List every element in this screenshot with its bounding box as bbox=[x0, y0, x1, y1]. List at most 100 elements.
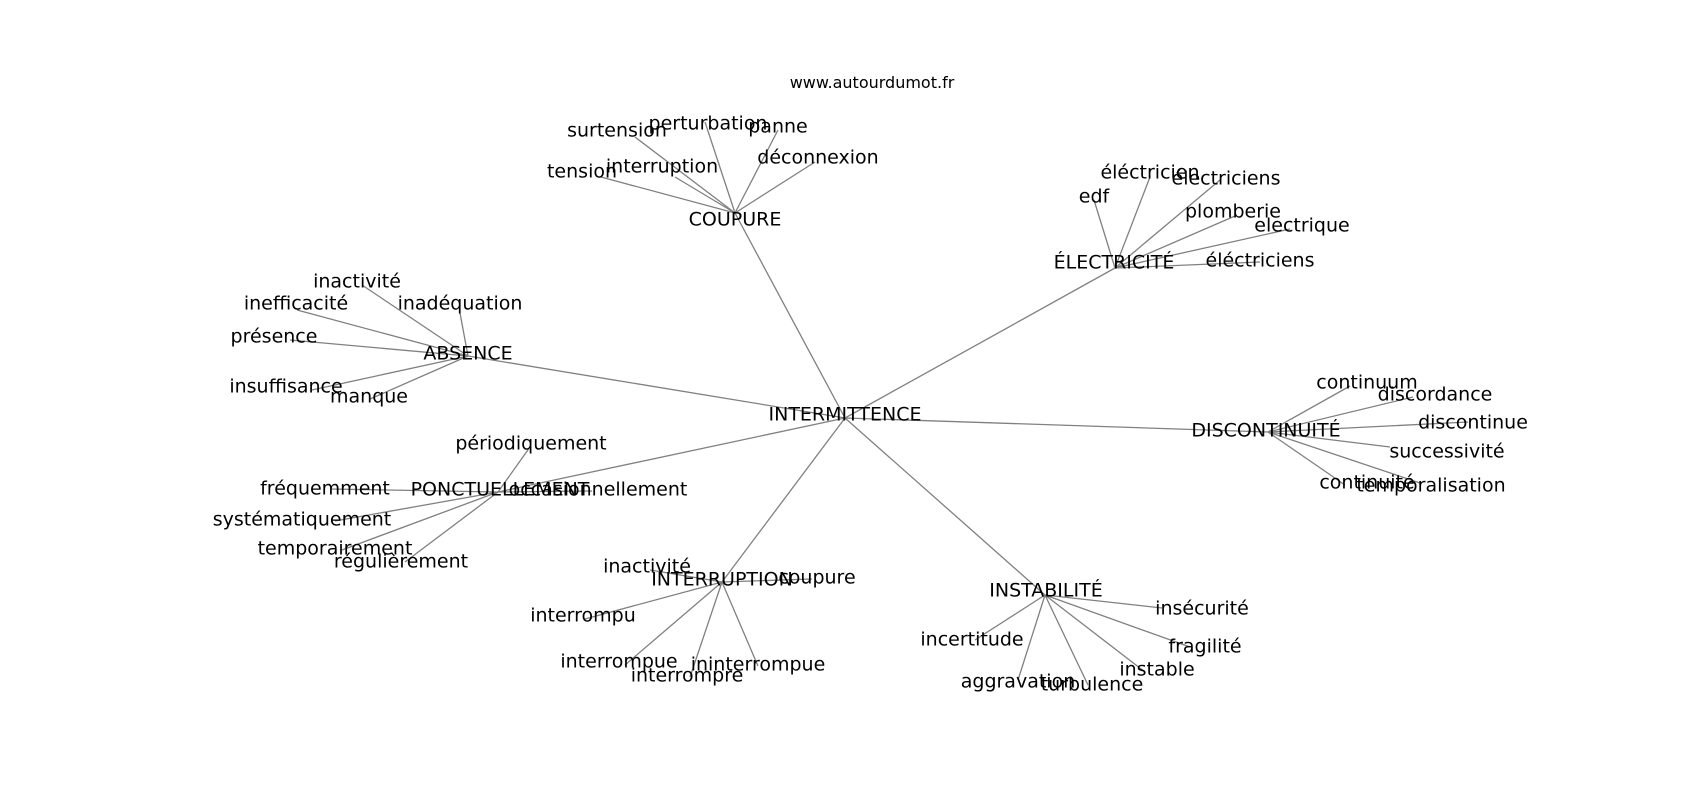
edge-instabilite-fragilite bbox=[1044, 594, 1191, 648]
edge-coupure-tension bbox=[600, 176, 736, 214]
edges-layer bbox=[289, 121, 1469, 686]
edge-ponctuellement-frequemment bbox=[329, 488, 499, 493]
edge-discontinuite-discordance bbox=[1267, 396, 1414, 433]
node-leaf-instabilite-aggravation: aggravation bbox=[961, 671, 1076, 693]
edge-intermittence-instabilite bbox=[844, 417, 1046, 596]
edge-instabilite-instable bbox=[1044, 594, 1146, 673]
edge-absence-inefficacite bbox=[296, 309, 469, 357]
node-leaf-ponctuellement-periodiquement: périodiquement bbox=[455, 433, 606, 455]
node-cluster-interruption: INTERRUPTION bbox=[651, 569, 793, 591]
node-leaf-instabilite-insecurite: insécurité bbox=[1155, 598, 1249, 620]
node-leaf-ponctuellement-frequemment: fréquemment bbox=[260, 478, 390, 500]
node-leaf-interruption-ininterrompue: ininterrompue bbox=[691, 654, 826, 676]
node-leaf-discontinuite-discontinue: discontinue bbox=[1418, 412, 1528, 434]
node-leaf-interruption-interrompre: interrompre bbox=[631, 665, 744, 687]
node-leaf-coupure-surtension: surtension bbox=[567, 120, 667, 142]
node-cluster-discontinuite: DISCONTINUITÉ bbox=[1191, 419, 1340, 442]
edge-interruption-interrompre bbox=[689, 581, 723, 678]
watermark-text: www.autourdumot.fr bbox=[790, 73, 955, 92]
node-leaf-electricite-electriciens: éléctriciens bbox=[1206, 250, 1315, 272]
edge-absence-inadequation bbox=[459, 312, 469, 357]
node-leaf-absence-inefficacite: inefficacité bbox=[244, 293, 348, 315]
edge-coupure-surtension bbox=[634, 136, 736, 214]
edge-interruption-inactivite bbox=[649, 569, 723, 583]
node-leaf-interruption-interrompu: interrompu bbox=[530, 605, 636, 627]
edge-coupure-interruption bbox=[674, 176, 736, 214]
node-leaf-ponctuellement-occasionnellement: occasionnellement bbox=[509, 479, 688, 501]
node-cluster-ponctuellement: PONCTUELLEMENT bbox=[411, 479, 590, 501]
node-leaf-interruption-coupure: coupure bbox=[778, 567, 855, 589]
node-leaf-ponctuellement-temporairement: temporairement bbox=[258, 538, 413, 560]
edge-interruption-interrompu bbox=[584, 581, 723, 620]
edge-instabilite-insecurite bbox=[1044, 594, 1163, 609]
edge-intermittence-absence bbox=[467, 355, 846, 419]
edge-discontinuite-successivite bbox=[1267, 431, 1391, 448]
node-leaf-absence-insuffisance: insuffisance bbox=[229, 376, 342, 398]
edge-discontinuite-discontinue bbox=[1267, 421, 1469, 433]
edge-intermittence-ponctuellement bbox=[497, 417, 846, 493]
node-leaf-discontinuite-continuum: continuum bbox=[1316, 372, 1417, 394]
labels-layer: INTERMITTENCE COUPURE surtensionperturbati… bbox=[213, 113, 1528, 696]
node-leaf-coupure-tension: tension bbox=[547, 161, 617, 183]
node-leaf-electricite-electrique: electrique bbox=[1254, 215, 1349, 237]
edge-absence-inactivite bbox=[361, 284, 469, 357]
node-leaf-instabilite-turbulence: turbulence bbox=[1041, 674, 1144, 696]
edge-instabilite-aggravation bbox=[1017, 594, 1046, 681]
node-leaf-coupure-panne: panne bbox=[748, 116, 807, 138]
edge-electricite-electriciens bbox=[1114, 179, 1221, 269]
edge-ponctuellement-occasionnellement bbox=[497, 490, 593, 493]
node-leaf-instabilite-fragilite: fragilité bbox=[1168, 636, 1241, 658]
edge-intermittence-coupure bbox=[734, 212, 846, 419]
node-leaf-instabilite-incertitude: incertitude bbox=[920, 629, 1023, 651]
edge-ponctuellement-periodiquement bbox=[497, 446, 531, 493]
edge-coupure-deconnexion bbox=[734, 161, 816, 214]
edge-coupure-panne bbox=[734, 129, 779, 214]
edge-ponctuellement-temporairement bbox=[341, 491, 499, 551]
edge-electricite-electrique bbox=[1114, 228, 1291, 269]
edge-interruption-interrompue bbox=[624, 581, 723, 666]
edge-ponctuellement-systematiquement bbox=[334, 491, 499, 522]
node-leaf-coupure-interruption: interruption bbox=[606, 156, 718, 178]
node-leaf-interruption-inactivite: inactivité bbox=[603, 556, 691, 578]
node-root-intermittence: INTERMITTENCE bbox=[769, 404, 922, 426]
node-leaf-ponctuellement-regulierement: régulièrement bbox=[334, 551, 468, 573]
edge-absence-insuffisance bbox=[311, 355, 469, 391]
edge-ponctuellement-regulierement bbox=[404, 491, 499, 563]
edge-discontinuite-continuum bbox=[1267, 385, 1351, 433]
node-leaf-discontinuite-discordance: discordance bbox=[1378, 384, 1493, 406]
edge-discontinuite-continuite bbox=[1267, 431, 1346, 486]
node-leaf-absence-inactivite: inactivité bbox=[313, 271, 401, 293]
node-leaf-coupure-deconnexion: déconnexion bbox=[757, 147, 878, 169]
node-leaf-discontinuite-temporalisation: temporalisation bbox=[1356, 475, 1505, 497]
edge-electricite-plomberie bbox=[1114, 215, 1236, 269]
node-cluster-coupure: COUPURE bbox=[689, 209, 782, 231]
node-leaf-interruption-interrompue: interrompue bbox=[560, 651, 677, 673]
node-leaf-absence-presence: présence bbox=[231, 326, 318, 348]
edge-absence-presence bbox=[289, 339, 469, 357]
node-leaf-discontinuite-continuite: continuité bbox=[1319, 472, 1414, 494]
node-leaf-electricite-electriciens: électriciens bbox=[1172, 168, 1281, 190]
node-leaf-absence-manque: manque bbox=[330, 386, 408, 408]
edge-coupure-perturbation bbox=[704, 121, 736, 214]
node-leaf-absence-inadequation: inadéquation bbox=[398, 293, 523, 315]
edge-interruption-coupure bbox=[721, 578, 813, 583]
node-cluster-electricite: ÉLECTRICITÉ bbox=[1054, 251, 1175, 274]
edge-instabilite-turbulence bbox=[1044, 594, 1089, 686]
node-leaf-ponctuellement-systematiquement: systématiquement bbox=[213, 509, 392, 531]
edge-interruption-ininterrompue bbox=[721, 581, 759, 667]
edge-electricite-edf bbox=[1093, 199, 1116, 269]
edge-instabilite-incertitude bbox=[974, 594, 1046, 641]
edge-discontinuite-temporalisation bbox=[1267, 431, 1421, 484]
edge-electricite-electricien bbox=[1114, 176, 1151, 269]
edge-intermittence-discontinuite bbox=[844, 417, 1269, 433]
node-leaf-coupure-perturbation: perturbation bbox=[649, 113, 768, 135]
node-leaf-electricite-edf: edf bbox=[1079, 186, 1111, 208]
node-cluster-instabilite: INSTABILITÉ bbox=[989, 579, 1102, 602]
node-leaf-electricite-electricien: éléctricien bbox=[1100, 162, 1199, 184]
node-leaf-electricite-plomberie: plomberie bbox=[1185, 201, 1281, 223]
node-cluster-absence: ABSENCE bbox=[423, 343, 512, 365]
edge-absence-manque bbox=[369, 355, 469, 400]
edge-electricite-electriciens bbox=[1114, 261, 1261, 269]
node-leaf-discontinuite-successivite: successivité bbox=[1389, 441, 1504, 463]
